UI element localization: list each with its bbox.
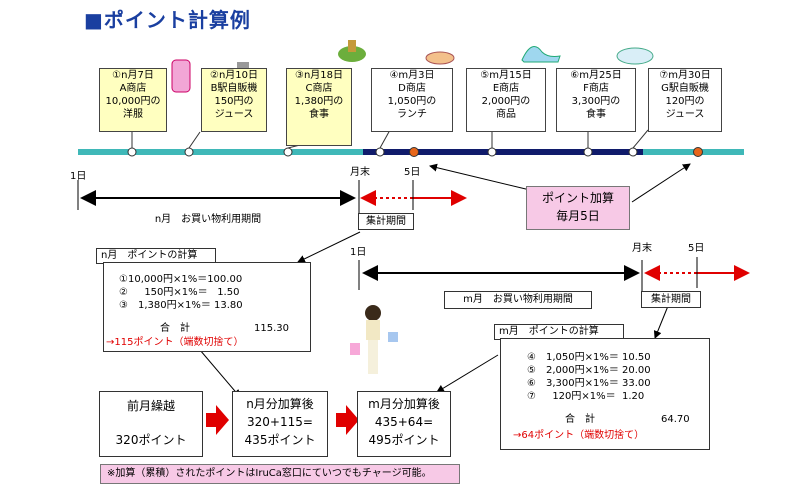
lunch-picture [425,51,455,65]
event-dot-5 [487,147,497,157]
n-total-title: n月分加算後 [246,397,314,411]
m-end-label: 月末 [632,243,652,254]
timeline-bar-n [78,149,363,155]
m-total-box: m月分加算後 435+64= 495ポイント [357,391,451,457]
event-dot-6 [583,147,593,157]
food-picture [338,40,366,62]
event-dot-3 [283,147,293,157]
m-total-formula: 435+64= [374,415,434,429]
event-dot-m5 [693,147,703,157]
flow-arrow-2 [336,405,359,435]
event-callout-3: ③n月18日 C商店 1,380円の 食事 [286,68,352,146]
m-calc-line-4: ⑦ 120円×1%＝ 1.20 [527,391,645,402]
m-calc-line-1: ④ 1,050円×1%＝ 10.50 [527,352,651,363]
flow-arrow-1 [206,405,229,435]
shoe-picture [521,46,561,63]
event-dot-n5 [409,147,419,157]
n-calc-total-label: 合 計 [160,323,190,334]
n-start-label: 1日 [70,171,87,182]
n-calc-result: →115ポイント（端数切捨て） [106,337,244,348]
n-calc-line-1: ①10,000円×1%＝100.00 [119,274,243,285]
m-calc-box: ④ 1,050円×1%＝ 10.50 ⑤ 2,000円×1%＝ 20.00 ⑥ … [500,338,710,450]
page-title: ■ポイント計算例 [84,8,251,32]
m-calc-total-label: 合 計 [565,414,595,425]
event-callout-1: ①n月7日 A商店 10,000円の 洋服 [99,68,167,132]
carry-value: 320ポイント [115,433,187,447]
event-dot-1 [127,147,137,157]
clothes-picture [171,59,191,93]
carry-box: 前月繰越 320ポイント [99,391,203,457]
n-day5-label: 5日 [404,167,421,178]
n-calc-line-2: ② 150円×1%＝ 1.50 [119,287,240,298]
m-calc-total-value: 64.70 [661,414,690,425]
n-total-value: 435ポイント [244,433,316,447]
event-callout-6: ⑥m月25日 F商店 3,300円の 食事 [556,68,636,132]
n-calc-box: ①10,000円×1%＝100.00 ② 150円×1%＝ 1.50 ③ 1,3… [103,262,311,352]
m-start-label: 1日 [350,247,367,258]
m-calc-result: →64ポイント（端数切捨て） [513,430,645,441]
n-calc-total-value: 115.30 [254,323,289,334]
m-total-value: 495ポイント [368,433,440,447]
m-collect-label: 集計期間 [641,291,701,308]
timeline-bar-m [363,149,643,155]
m-day5-label: 5日 [688,243,705,254]
m-calc-line-3: ⑥ 3,300円×1%＝ 33.00 [527,378,651,389]
event-dot-4 [375,147,385,157]
n-calc-line-3: ③ 1,380円×1%＝ 13.80 [119,300,243,311]
n-collect-label: 集計期間 [358,213,414,230]
event-callout-4: ④m月3日 D商店 1,050円の ランチ [371,68,453,132]
event-callout-5: ⑤m月15日 E商店 2,000円の 商品 [466,68,546,132]
event-dot-2 [184,147,194,157]
n-end-label: 月末 [350,167,370,178]
footnote: ※加算（累積）されたポイントはIruCa窓口にていつでもチャージ可能。 [100,464,460,484]
m-period-label: m月 お買い物利用期間 [444,291,592,309]
point-add-label: ポイント加算 毎月5日 [526,186,630,230]
event-callout-7: ⑦m月30日 G駅自販機 120円の ジュース [648,68,722,132]
event-callout-2: ②n月10日 B駅自販機 150円の ジュース [201,68,267,132]
n-total-formula: 320+115= [247,415,313,429]
shopper-picture [350,305,398,374]
carry-title: 前月繰越 [126,399,175,413]
n-total-box: n月分加算後 320+115= 435ポイント [232,391,328,457]
event-dot-7 [628,147,638,157]
m-total-title: m月分加算後 [368,397,440,411]
n-period-label: n月 お買い物利用期間 [140,212,276,228]
meal-picture [616,47,654,65]
m-calc-line-2: ⑤ 2,000円×1%＝ 20.00 [527,365,651,376]
